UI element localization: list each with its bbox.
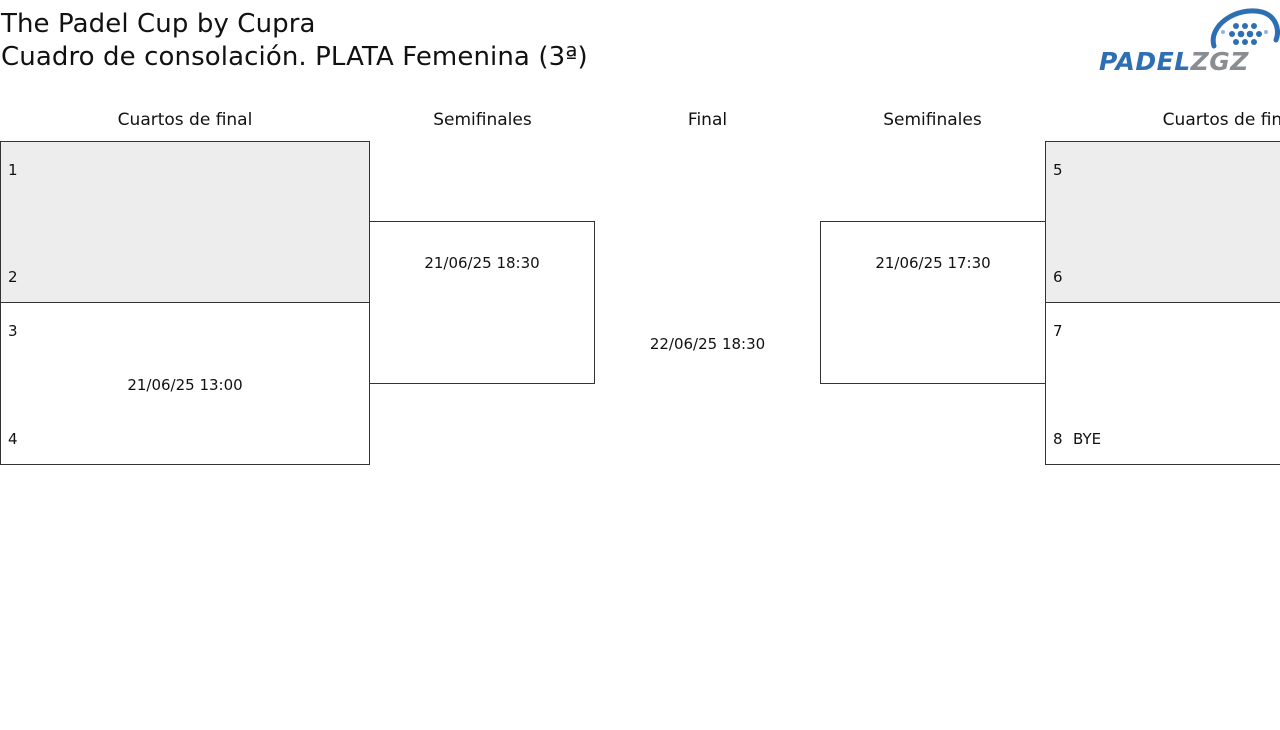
column-heading-right-semis: Semifinales <box>883 110 982 130</box>
seed-number: 2 <box>8 268 18 286</box>
match-left-quarter-1[interactable]: 1 2 <box>0 141 370 303</box>
team-name: BYE <box>1073 430 1102 448</box>
seed-number: 6 <box>1053 268 1063 286</box>
seed-number: 7 <box>1053 322 1063 340</box>
page-subtitle: Cuadro de consolación. PLATA Femenina (3… <box>1 42 588 72</box>
seed-number: 3 <box>8 322 18 340</box>
match-right-quarter-1[interactable]: 5 6 <box>1045 141 1280 303</box>
seed-number: 1 <box>8 161 18 179</box>
column-heading-left-semis: Semifinales <box>433 110 532 130</box>
column-heading-left-quarters: Cuartos de final <box>117 110 253 130</box>
seed-number: 8 <box>1053 430 1063 448</box>
padel-ball-icon <box>1210 8 1280 49</box>
match-left-semifinal[interactable]: 21/06/25 18:30 <box>369 221 595 384</box>
logo-wordmark: PADELZGZ <box>1099 47 1249 76</box>
match-time: 21/06/25 18:30 <box>424 254 540 272</box>
page-title: The Padel Cup by Cupra <box>1 9 316 39</box>
match-time: 21/06/25 13:00 <box>127 376 243 394</box>
padelzgz-logo: PADELZGZ <box>1096 6 1280 76</box>
match-right-quarter-2[interactable]: 7 8 BYE <box>1045 302 1280 465</box>
seed-number: 4 <box>8 430 18 448</box>
match-time: 21/06/25 17:30 <box>875 254 991 272</box>
final-match-time: 22/06/25 18:30 <box>649 335 766 353</box>
match-right-semifinal[interactable]: 21/06/25 17:30 <box>820 221 1046 384</box>
match-left-quarter-2[interactable]: 3 21/06/25 13:00 4 <box>0 302 370 465</box>
seed-number: 5 <box>1053 161 1063 179</box>
column-heading-right-quarters: Cuartos de final <box>1162 110 1280 130</box>
column-heading-final: Final <box>687 110 728 130</box>
